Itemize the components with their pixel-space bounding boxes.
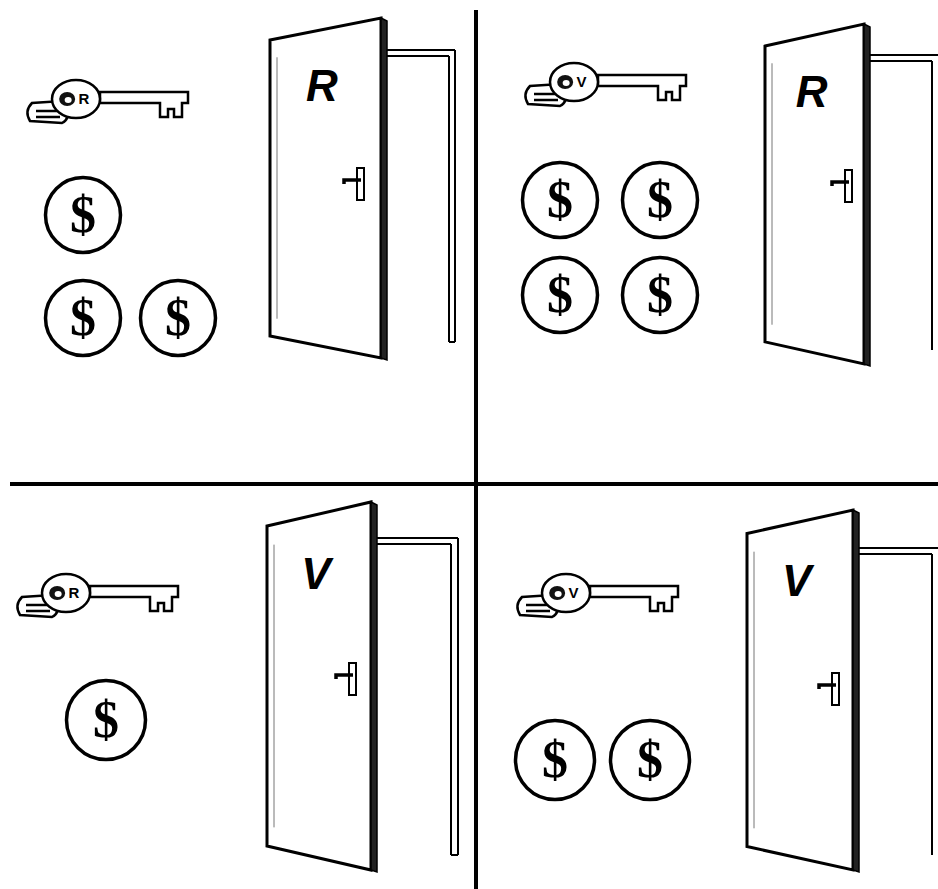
door-shading xyxy=(277,57,278,318)
coin-node: $ xyxy=(43,278,123,358)
door-handle xyxy=(336,675,353,679)
door-frame xyxy=(858,548,938,855)
key-head xyxy=(42,574,90,612)
key-head xyxy=(550,63,598,101)
key-node: V xyxy=(548,61,600,103)
door-letter: R xyxy=(763,70,860,114)
key-head xyxy=(542,574,590,612)
coin-node: $ xyxy=(520,255,600,335)
door-handle xyxy=(819,685,836,689)
door-node: V xyxy=(745,508,860,872)
door-edge xyxy=(853,510,859,872)
coin-symbol: $ xyxy=(620,255,700,335)
key-hole-inner xyxy=(563,80,570,86)
coin-node: $ xyxy=(64,678,148,762)
coin-node: $ xyxy=(43,175,123,255)
coin-node: $ xyxy=(620,255,700,335)
coin-node: $ xyxy=(608,718,692,802)
door-edge xyxy=(864,24,870,366)
door-node: R xyxy=(763,22,871,366)
coin-symbol: $ xyxy=(620,160,700,240)
door-frame xyxy=(386,50,455,342)
door-shading xyxy=(772,63,773,324)
hand-fingers xyxy=(26,605,50,611)
key-shaft xyxy=(598,75,686,100)
key-outline xyxy=(40,572,92,614)
door-handle-plate xyxy=(349,663,356,695)
door-handle-plate xyxy=(357,168,364,200)
key-hole xyxy=(557,75,573,89)
key-hole xyxy=(549,586,565,600)
coin-node: $ xyxy=(513,718,597,802)
quadrant-dividers xyxy=(10,10,938,889)
key-letter: V xyxy=(569,585,579,600)
door-frame xyxy=(869,55,938,350)
key-hole-inner xyxy=(55,591,62,597)
key-hole xyxy=(49,586,65,600)
coin-symbol: $ xyxy=(43,278,123,358)
key-hole xyxy=(59,92,75,106)
coin-symbol: $ xyxy=(138,278,218,358)
door-shading xyxy=(754,552,755,829)
key-letter: R xyxy=(79,91,90,106)
door-handle-plate xyxy=(845,170,852,202)
coin-symbol: $ xyxy=(64,678,148,762)
key-hole-inner xyxy=(555,591,562,597)
door-node: V xyxy=(265,500,378,872)
key-node: R xyxy=(50,78,102,120)
door-node: R xyxy=(268,16,388,360)
door-handle xyxy=(832,182,849,186)
coin-symbol: $ xyxy=(608,718,692,802)
horizontal-divider xyxy=(10,482,938,486)
key-outline xyxy=(548,61,600,103)
key-letter: V xyxy=(577,74,587,89)
hand-fingers xyxy=(36,111,60,117)
vertical-divider xyxy=(474,10,478,889)
coin-node: $ xyxy=(520,160,600,240)
key-head xyxy=(52,80,100,118)
hand-fingers xyxy=(534,94,558,100)
coin-symbol: $ xyxy=(520,160,600,240)
key-shaft xyxy=(590,586,678,611)
door-edge xyxy=(381,18,387,360)
key-shaft xyxy=(100,92,188,117)
key-node: V xyxy=(540,572,592,614)
coin-node: $ xyxy=(620,160,700,240)
door-letter: R xyxy=(268,64,376,108)
key-outline xyxy=(540,572,592,614)
key-shaft xyxy=(90,586,178,611)
door-frame xyxy=(376,538,458,855)
key-node: R xyxy=(40,572,92,614)
key-hole-inner xyxy=(65,97,72,103)
door-letter: V xyxy=(745,559,849,603)
coin-symbol: $ xyxy=(43,175,123,255)
coin-symbol: $ xyxy=(520,255,600,335)
door-handle xyxy=(344,180,361,184)
coin-node: $ xyxy=(138,278,218,358)
coin-symbol: $ xyxy=(513,718,597,802)
key-outline xyxy=(50,78,102,120)
door-letter: V xyxy=(265,552,367,596)
door-edge xyxy=(371,502,377,872)
key-letter: R xyxy=(69,585,80,600)
hand-fingers xyxy=(526,605,550,611)
door-handle-plate xyxy=(832,673,839,705)
door-shading xyxy=(274,545,275,828)
